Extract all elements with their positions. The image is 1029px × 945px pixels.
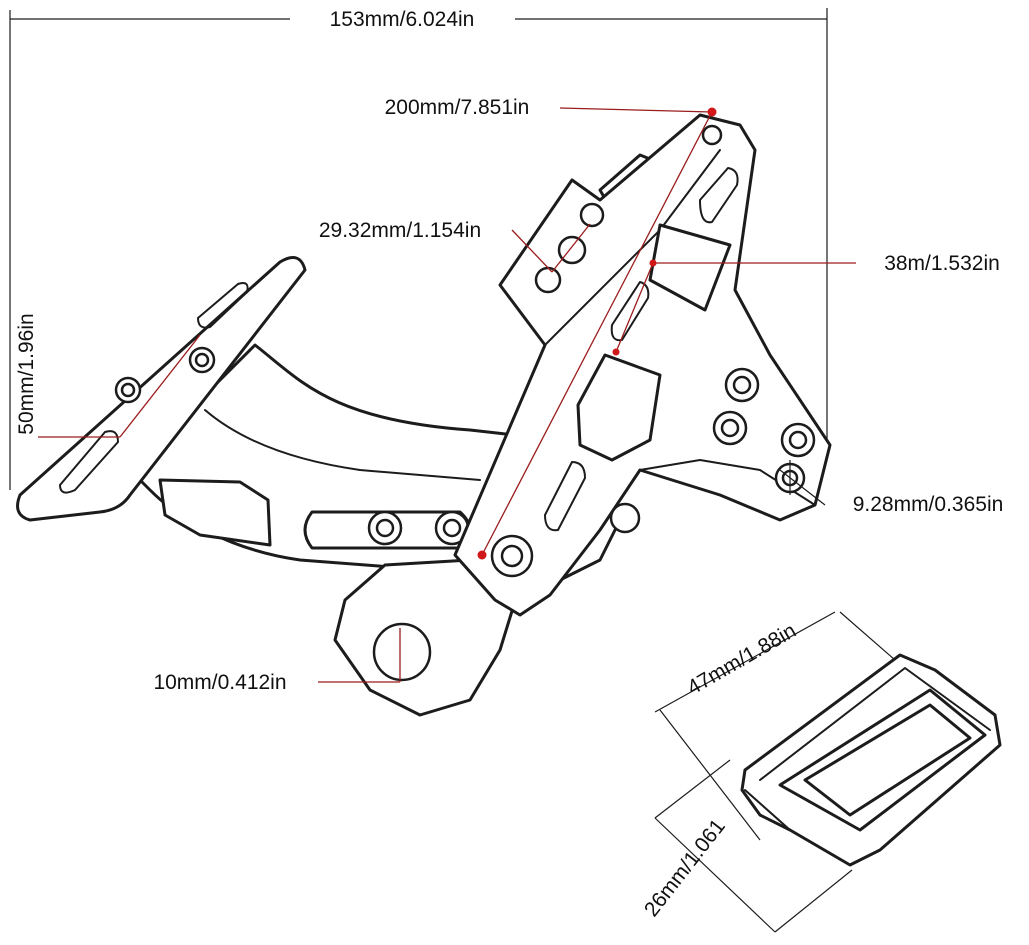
dim-hole-spacing: 29.32mm/1.154in [319, 219, 591, 273]
overall-width-label: 153mm/6.024in [330, 8, 475, 31]
pad-length-label: 47mm/1.88in [683, 619, 800, 700]
shell-cutout [158, 478, 272, 547]
dim-clamp-bore: 10mm/0.412in [153, 628, 401, 694]
lower-bolt-1-inner [375, 518, 395, 538]
clamp-bore-label: 10mm/0.412in [153, 671, 286, 694]
arm-hole-3 [534, 266, 562, 294]
dim-small-hole: 9.28mm/0.365in [779, 460, 1004, 516]
pad-inner-face [803, 703, 972, 817]
arm-pivot-bolt-inner [500, 544, 524, 568]
bracket-drawing [16, 113, 832, 717]
arm-rear-bolt [609, 502, 641, 534]
lower-bolt-2-inner [442, 518, 462, 538]
left-plate-hole-2-inner [120, 382, 136, 398]
clamp-block [333, 558, 522, 717]
pad-width-label: 26mm/1.061 [640, 815, 730, 921]
hole-spacing-label: 29.32mm/1.154in [319, 219, 481, 242]
main-arm [453, 113, 832, 617]
left-plate-hole-1-inner [194, 352, 210, 368]
arm-bolt-right-2-inner [720, 418, 740, 438]
dim-slot-span: 38m/1.532in [612, 252, 1000, 356]
arm-hole-1 [579, 202, 605, 228]
plate-height-label: 50mm/1.96in [15, 313, 38, 434]
pad-lip [744, 789, 791, 831]
slot-span-label: 38m/1.532in [884, 252, 1000, 275]
arm-top-hole [701, 124, 723, 146]
small-hole-label: 9.28mm/0.365in [853, 493, 1004, 516]
dim-arm-length: 200mm/7.851in [385, 96, 717, 560]
arm-bolt-outer-1-inner [788, 430, 808, 450]
arm-lower-slot [544, 461, 586, 532]
arm-hole-2 [557, 235, 587, 265]
left-plate-slot-upper [197, 282, 249, 329]
arm-length-label: 200mm/7.851in [385, 96, 530, 119]
dim-overall-width: 153mm/6.024in [9, 8, 828, 490]
clamp-bore [372, 622, 432, 682]
left-plate-slot-lower [59, 430, 119, 494]
dim-plate-height: 50mm/1.96in [15, 313, 201, 438]
pad-drawing [740, 653, 1002, 867]
arm-mid-slot [610, 281, 650, 342]
pad-top-face [759, 667, 991, 781]
arm-lower-window [576, 353, 662, 462]
left-mount-plate [16, 256, 307, 522]
arm-upper-slot [699, 167, 739, 224]
shell-inner-fold [204, 409, 481, 481]
arm-bolt-right-1-inner [732, 375, 752, 395]
